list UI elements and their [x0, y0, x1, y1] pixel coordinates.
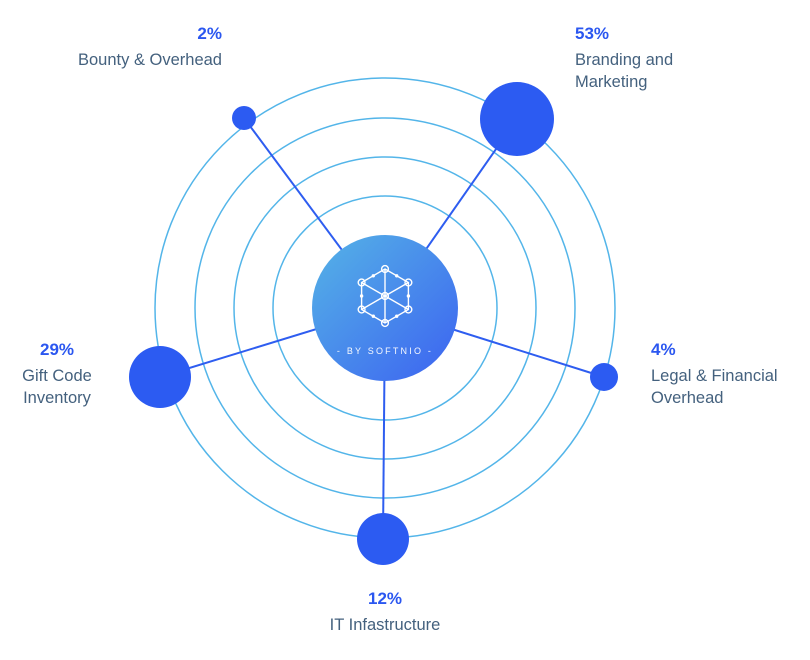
segment-name: Gift Code Inventory [22, 367, 92, 408]
orbit-ring [194, 117, 576, 499]
segment-name: IT Infastructure [329, 616, 441, 634]
center-brand-label: - BY SOFTNIO - [337, 346, 433, 356]
percent-value: 12% [367, 589, 403, 608]
node-bounty-overhead [232, 106, 256, 130]
segment-name: Legal & Financial Overhead [651, 367, 778, 408]
node-branding-marketing [480, 82, 554, 156]
segment-name: Branding and Marketing [575, 51, 674, 92]
node-it-infrastructure [357, 513, 409, 565]
percent-value: 29% [39, 340, 75, 359]
network-hexagon-icon [357, 264, 413, 328]
node-gift-code [129, 346, 191, 408]
label-legal-financial: 4% Legal & Financial Overhead [651, 340, 810, 410]
percent-value: 4% [651, 340, 676, 359]
percent-value: 2% [197, 24, 222, 43]
orbit-ring [233, 156, 537, 460]
segment-name: Bounty & Overhead [77, 51, 222, 69]
allocation-nodes [129, 82, 618, 565]
node-legal-financial [590, 363, 618, 391]
label-bounty-overhead: 2% Bounty & Overhead [2, 24, 222, 71]
percent-value: 53% [575, 24, 610, 43]
label-it-infrastructure: 12% IT Infastructure [285, 589, 485, 636]
label-branding-marketing: 53% Branding and Marketing [575, 24, 725, 94]
label-gift-code-inventory: 29% Gift Code Inventory [2, 340, 112, 410]
